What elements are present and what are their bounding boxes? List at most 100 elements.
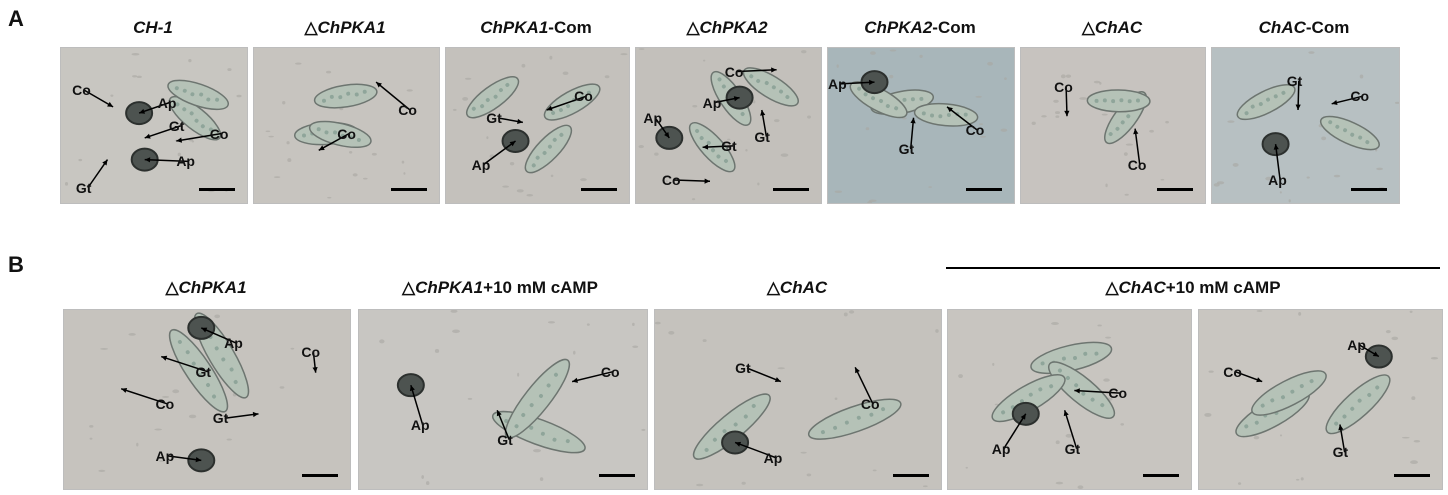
arrow-head [855,367,860,374]
debris-speck [665,180,668,183]
annotation-arrow [1274,144,1281,181]
scale-bar [391,188,427,191]
title-strain: ChAC [1258,18,1306,37]
debris-speck [1004,77,1007,80]
debris-speck [1265,176,1273,181]
panel-label-b: B [8,252,24,277]
title-prefix: △ [402,278,416,297]
debris-speck [188,59,192,63]
debris-speck [632,345,639,348]
debris-speck [131,52,140,56]
debris-speck [1213,183,1220,187]
debris-speck [638,48,645,50]
annotation-arrow [200,327,237,344]
debris-speck [586,323,590,326]
debris-speck [1055,115,1060,118]
debris-speck [632,322,635,327]
conidium-cell [168,328,229,413]
debris-speck [236,94,242,98]
annotation-arrow [734,441,776,459]
scale-bar [773,188,809,191]
scale-bar [1143,474,1179,477]
structure-label: Gt [486,110,502,126]
debris-speck [521,63,526,68]
debris-speck [1204,412,1212,417]
debris-speck [843,312,848,317]
debris-speck [1031,121,1036,125]
debris-speck [696,483,704,487]
arrow-head [704,178,710,184]
annotation-arrow [144,158,189,163]
annotation-arrow [176,132,222,142]
debris-speck [580,178,587,182]
conidium-cell [1086,89,1151,113]
structure-label: Co [72,82,91,99]
arrow-head [868,79,875,85]
annotation-arrow [571,370,614,383]
debris-speck [1105,183,1108,188]
structure-label: Ap [763,449,783,466]
title-prefix: △ [1081,18,1095,37]
arrow-head [910,117,916,124]
annotation-arrow [483,140,516,166]
annotation-arrow [161,355,208,373]
debris-speck [1055,440,1060,445]
scale-bar [1157,188,1193,191]
title-strain: ChPKA1 [178,278,247,297]
debris-speck [965,466,968,469]
debris-speck [434,349,440,353]
debris-speck [807,115,812,119]
debris-speck [159,460,165,462]
structure-label: Gt [168,117,185,134]
debris-speck [550,174,554,178]
arrow-head [1133,128,1139,135]
debris-speck [226,438,233,441]
annotation-arrow [746,367,782,383]
debris-speck [1256,310,1263,312]
arrow-head [1273,144,1279,150]
scale-bar [1394,474,1430,477]
debris-speck [1000,128,1008,132]
debris-speck [1413,440,1421,443]
title-strain: CH-1 [133,18,173,37]
debris-speck [1411,396,1416,401]
debris-speck [1306,176,1310,179]
debris-speck [1308,51,1315,54]
conidium-cell [1236,84,1296,121]
debris-speck [227,68,232,71]
micrograph-cells [64,52,242,193]
conidium-cell [1319,115,1380,151]
debris-speck [1227,120,1235,123]
annotation-arrow [224,413,259,419]
arrow-head [760,110,766,116]
panel-a-title-2: △ChPKA1 [225,18,465,38]
title-strain: ChAC [1094,18,1143,37]
scale-bar [966,188,1002,191]
structure-label: Gt [1286,72,1303,89]
debris-speck [1401,436,1410,439]
debris-speck [509,162,515,166]
debris-speck [1391,336,1399,341]
arrow-head [318,145,325,151]
appressorium [187,315,216,340]
structure-label: Co [1127,156,1147,173]
annotation-arrow [946,106,979,131]
debris-speck [326,70,332,74]
title-strain: ChAC [779,278,828,297]
debris-speck [1237,482,1242,485]
debris-speck [517,372,520,377]
annotation-arrow [375,81,411,111]
conidium-cell [465,76,520,119]
debris-speck [1279,191,1282,194]
title-suffix: -Com [932,18,976,37]
debris-speck [562,71,569,76]
debris-speck [462,97,469,101]
debris-speck [958,374,963,379]
annotation-arrow [736,68,777,73]
debris-speck [1097,324,1102,327]
debris-speck [978,123,984,125]
